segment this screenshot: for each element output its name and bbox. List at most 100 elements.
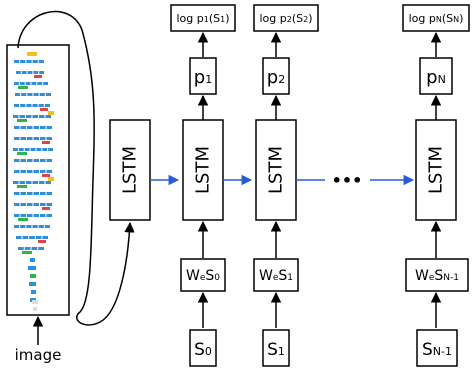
- cnn-layer-block: [38, 225, 44, 228]
- word-node-label-n: SN-1: [422, 340, 452, 360]
- cnn-layer-block: [37, 82, 43, 85]
- cnn-layer-block: [46, 192, 52, 195]
- embed-node-1: [180, 258, 226, 292]
- cnn-layer-block: [20, 170, 26, 173]
- cnn-layer-block: [18, 218, 28, 221]
- cnn-layer-block: [45, 115, 51, 118]
- cnn-layer-block: [14, 225, 20, 228]
- cnn-layer-block: [16, 236, 22, 239]
- cnn-layer-block: [20, 214, 26, 217]
- cnn-layer-block: [33, 71, 39, 74]
- cnn-layer-block: [14, 159, 20, 162]
- timestep-column-2: log p2(S2) p2 LSTM WeS1 S1: [253, 4, 319, 367]
- cnn-layer-block: [27, 192, 33, 195]
- cnn-layer-block: [24, 148, 30, 151]
- cnn-layer-block: [26, 104, 32, 107]
- cnn-layer-block: [33, 137, 39, 140]
- log-prob-box-1: [170, 4, 236, 32]
- cnn-layer-block: [27, 93, 33, 96]
- log-prob-label-2: log p2(S2): [259, 12, 312, 25]
- cnn-layer-block: [20, 104, 26, 107]
- lstm-cell-1: [182, 119, 224, 221]
- cnn-layer-block: [32, 300, 38, 304]
- lstm-cell-0-label: LSTM: [120, 146, 141, 194]
- cnn-layer-block: [33, 214, 39, 217]
- cnn-layer-block: [26, 225, 32, 228]
- cnn-layer-block: [32, 115, 38, 118]
- cnn-layer-block: [40, 126, 46, 129]
- cnn-layer-block: [31, 82, 37, 85]
- cnn-layer-block: [46, 170, 52, 173]
- cnn-layer-block: [27, 214, 33, 217]
- p-node-label-2: p2: [267, 67, 285, 88]
- image-label: image: [15, 346, 62, 364]
- cnn-layer-block: [38, 104, 44, 107]
- cnn-layer-block: [40, 214, 46, 217]
- cnn-layer-block: [14, 60, 20, 63]
- cnn-layer-block: [20, 192, 26, 195]
- cnn-layer-block: [46, 159, 52, 162]
- cnn-layer-block: [21, 71, 27, 74]
- cnn-layer-block: [32, 181, 38, 184]
- cnn-layer-block: [14, 214, 20, 217]
- cnn-layer-block: [35, 236, 42, 239]
- cnn-layer-block: [20, 203, 26, 206]
- cnn-image-frame: [6, 44, 70, 316]
- cnn-layer-block: [42, 207, 50, 210]
- p-node-1: [189, 57, 217, 95]
- cnn-layer-block: [46, 126, 52, 129]
- cnn-layer-block: [36, 148, 42, 151]
- cnn-layer-block: [13, 115, 19, 118]
- ellipsis: •••: [332, 171, 363, 190]
- cnn-layer-block: [30, 258, 35, 262]
- lstm-cell-n-label: LSTM: [426, 146, 447, 194]
- cnn-layer-block: [34, 75, 42, 78]
- p-node-label-1: p1: [194, 67, 212, 88]
- cnn-architecture-image: [13, 52, 54, 311]
- timestep-column-1: log p1(S1) p1 LSTM WeS0 S0: [170, 4, 236, 367]
- cnn-layer-block: [27, 52, 37, 56]
- cnn-layer-block: [38, 60, 44, 63]
- cnn-layer-block: [46, 214, 52, 217]
- cnn-layer-block: [14, 192, 20, 195]
- cnn-layer-block: [38, 240, 46, 243]
- cnn-layer-block: [28, 266, 36, 270]
- cnn-layer-block: [40, 192, 46, 195]
- cnn-layer-block: [21, 93, 27, 96]
- cnn-layer-block: [31, 290, 36, 294]
- cnn-layer-block: [24, 247, 31, 250]
- cnn-layer-block: [40, 159, 46, 162]
- p-node-n: [419, 57, 453, 95]
- image-to-lstm-connector: [17, 10, 135, 326]
- cnn-layer-block: [14, 203, 20, 206]
- word-node-2: [262, 329, 290, 367]
- cnn-layer-block: [45, 93, 51, 96]
- cnn-layer-block: [13, 181, 19, 184]
- cnn-layer-block: [27, 159, 33, 162]
- cnn-layer-block: [20, 137, 26, 140]
- cnn-layer-block: [14, 170, 20, 173]
- cnn-layer-block: [20, 225, 26, 228]
- cnn-layer-block: [27, 71, 33, 74]
- cnn-layer-block: [40, 170, 46, 173]
- cnn-layer-block: [40, 203, 46, 206]
- cnn-layer-block: [42, 236, 48, 239]
- cnn-layer-block: [48, 111, 54, 115]
- embed-node-label-1: WeS0: [186, 268, 220, 284]
- cnn-layer-block: [17, 119, 27, 122]
- cnn-layer-block: [32, 60, 38, 63]
- word-node-label-2: S1: [267, 340, 285, 360]
- cnn-layer-block: [26, 181, 32, 184]
- cnn-layer-block: [40, 108, 48, 111]
- word-node-1: [189, 329, 217, 367]
- cnn-layer-block: [18, 148, 24, 151]
- timestep-column-n: log pN(SN) pN LSTM WeSN-1 SN-1: [402, 4, 470, 367]
- cnn-layer-block: [22, 236, 29, 239]
- cnn-layer-block: [33, 170, 39, 173]
- cnn-layer-block: [26, 60, 32, 63]
- cnn-layer-block: [18, 247, 24, 250]
- cnn-layer-block: [39, 71, 44, 74]
- cnn-layer-block: [18, 86, 28, 89]
- cnn-layer-block: [17, 152, 27, 155]
- cnn-layer-block: [15, 93, 21, 96]
